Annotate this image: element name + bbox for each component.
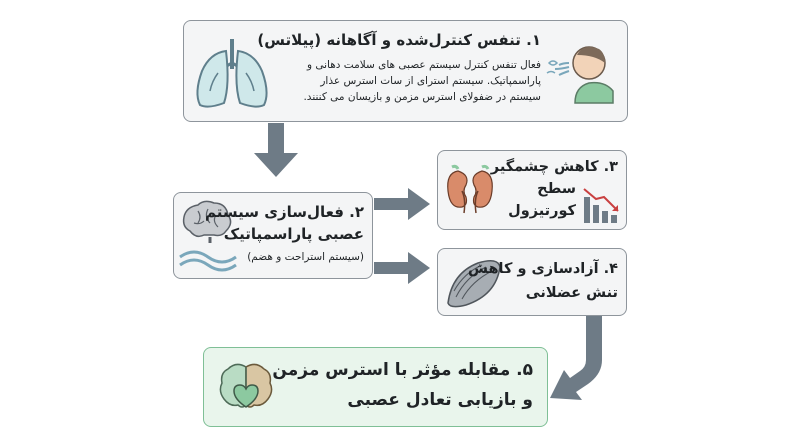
muscle-icon <box>447 260 501 308</box>
step-2-title-1: ۲. فعال‌سازی سیستم <box>204 203 364 221</box>
declining-bar-chart-icon <box>583 188 619 223</box>
kidneys-icon <box>447 164 493 214</box>
arrow-1-to-2 <box>254 123 298 177</box>
step-1-title: ۱. تنفس کنترل‌شده و آگاهانه (پیلاتس) <box>257 31 541 49</box>
wave-icon <box>179 250 237 272</box>
step-4-title-1: ۴. آزادسازی و کاهش <box>467 261 618 277</box>
breathing-person-icon <box>546 46 614 104</box>
step-3-title-2: سطح <box>537 181 576 197</box>
step-1-body-2: پاراسمپاتیک. سیستم استرای از سات استرس ع… <box>320 75 541 87</box>
step-3-box: ۳. کاهش چشمگیر سطح کورتیزول <box>437 150 627 230</box>
step-2-box: ۲. فعال‌سازی سیستم عصبی پاراسمپاتیک (سیس… <box>173 192 373 279</box>
brain-heart-icon <box>219 363 273 408</box>
step-5-title-2: و بازیابی تعادل عصبی <box>347 390 533 410</box>
step-2-subtitle: (سیستم استراحت و هضم) <box>247 251 364 263</box>
step-5-title-1: ۵. مقابله مؤثر با استرس مزمن <box>272 360 533 380</box>
step-1-box: ۱. تنفس کنترل‌شده و آگاهانه (پیلاتس) فعا… <box>183 20 628 122</box>
step-1-body-3: سیستم در ضفولای استرس مزمن و بازیسان می … <box>303 91 541 103</box>
step-5-box: ۵. مقابله مؤثر با استرس مزمن و بازیابی ت… <box>203 347 548 427</box>
lungs-icon <box>196 39 268 108</box>
brain-icon <box>182 200 232 243</box>
step-3-title-3: کورتیزول <box>508 203 576 219</box>
arrow-4-to-5 <box>550 316 602 400</box>
step-4-title-2: تنش عضلانی <box>525 285 618 301</box>
arrow-2-to-3 <box>374 188 430 220</box>
step-4-box: ۴. آزادسازی و کاهش تنش عضلانی <box>437 248 627 316</box>
step-3-title-1: ۳. کاهش چشمگیر <box>490 159 618 175</box>
step-1-body-1: فعال تنفس کنترل سیستم عصبی های سلامت دها… <box>306 59 541 71</box>
step-2-title-2: عصبی پاراسمپاتیک <box>223 225 364 243</box>
arrow-2-to-4 <box>374 252 430 284</box>
